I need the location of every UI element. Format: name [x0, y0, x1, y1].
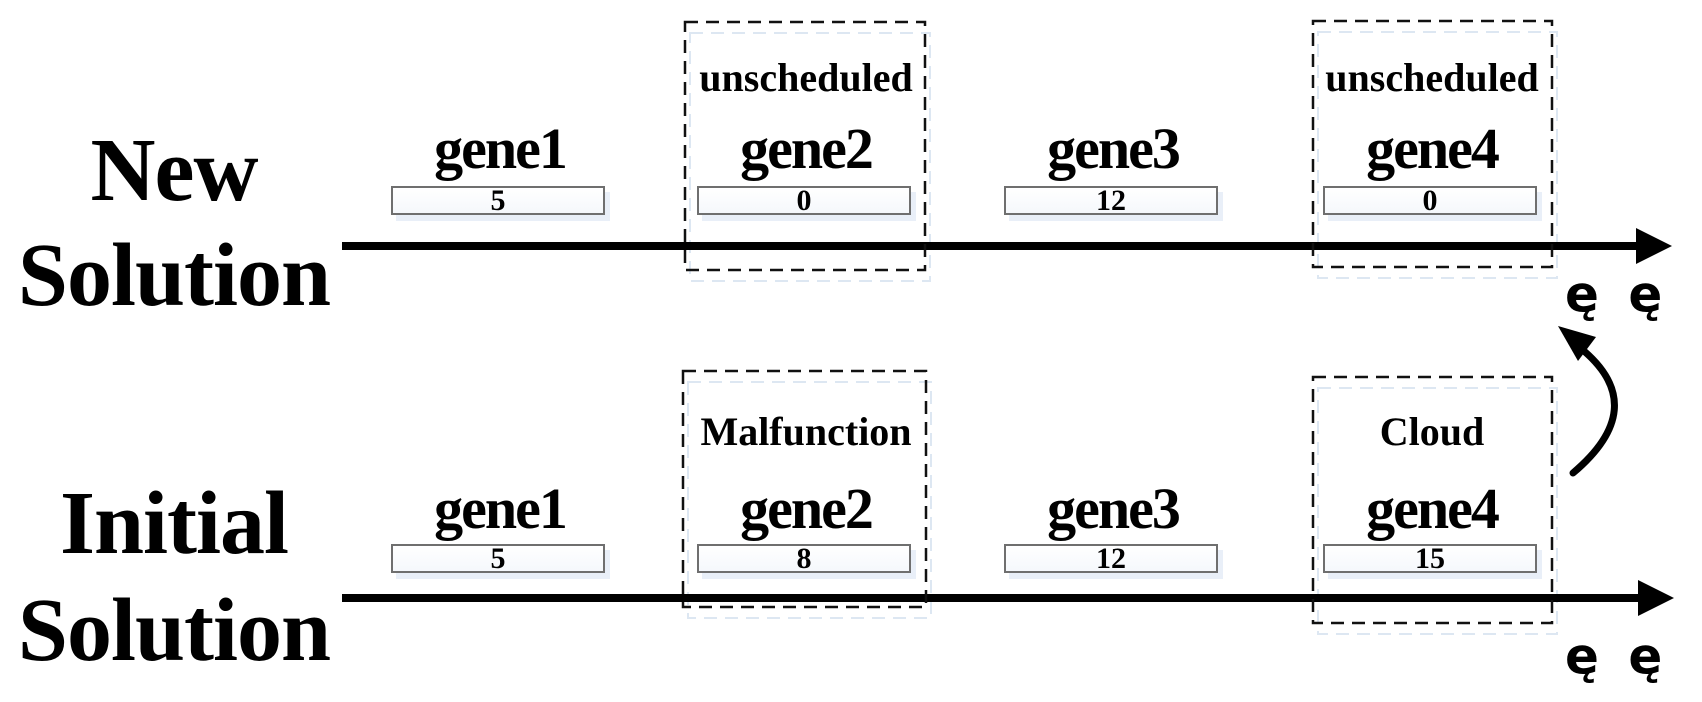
initial-solution-label: Initial Solution [0, 470, 348, 684]
gene-label: gene2 [740, 476, 874, 541]
label-line: Solution [17, 581, 331, 680]
gene-value: 12 [1096, 542, 1126, 575]
gene-value-bar: 12 [1004, 184, 1218, 217]
gene-value: 12 [1096, 184, 1126, 217]
new-solution-label: New Solution [0, 118, 348, 328]
gene-label: gene4 [1366, 476, 1500, 541]
status-label: Cloud [1379, 409, 1485, 454]
gene-value: 5 [490, 184, 506, 217]
gene-value-bar: 0 [1323, 184, 1537, 217]
reschedule-curved-arrow [1569, 347, 1618, 477]
gene-value-bar: 5 [391, 542, 605, 575]
gene-value: 0 [1422, 184, 1438, 217]
gene-group-new-gene2: unscheduled gene2 0 [686, 48, 926, 233]
gene-value-bar: 8 [697, 542, 911, 575]
gene-value-bar: 0 [697, 184, 911, 217]
status-label: Malfunction [700, 409, 912, 454]
gene-group-initial-gene3: gene3 12 [993, 402, 1233, 587]
gene-value-bar: 12 [1004, 542, 1218, 575]
gene-label: gene3 [1047, 476, 1181, 541]
status-label: unscheduled [699, 55, 913, 100]
gene-label: gene1 [434, 116, 568, 181]
status-label: unscheduled [1325, 55, 1539, 100]
gene-label: gene4 [1366, 116, 1500, 181]
label-line: Initial [59, 474, 289, 573]
gene-value: 8 [796, 542, 812, 575]
new-solution-arrowhead-icon [1636, 228, 1672, 264]
gene-group-initial-gene1: gene1 5 [380, 402, 620, 587]
gene-group-initial-gene4: Cloud gene4 15 [1312, 402, 1552, 587]
initial-solution-arrowhead-icon [1638, 580, 1674, 616]
label-line: Solution [17, 226, 331, 325]
glyph-pair-new: ę ę [1565, 265, 1663, 323]
gene-group-new-gene1: gene1 5 [380, 48, 620, 233]
gene-group-new-gene3: gene3 12 [993, 48, 1233, 233]
gene-value-bar: 5 [391, 184, 605, 217]
gene-value: 0 [796, 184, 812, 217]
gene-value-bar: 15 [1323, 542, 1537, 575]
gene-label: gene3 [1047, 116, 1181, 181]
gene-label: gene2 [740, 116, 874, 181]
gene-value: 15 [1415, 542, 1445, 575]
reschedule-arrowhead-icon [1558, 326, 1596, 361]
gene-value: 5 [490, 542, 506, 575]
glyph-pair-initial: ę ę [1565, 627, 1663, 685]
gene-group-new-gene4: unscheduled gene4 0 [1312, 48, 1552, 233]
gene-group-initial-gene2: Malfunction gene2 8 [686, 402, 926, 587]
gene-label: gene1 [434, 476, 568, 541]
label-line: New [90, 121, 259, 220]
